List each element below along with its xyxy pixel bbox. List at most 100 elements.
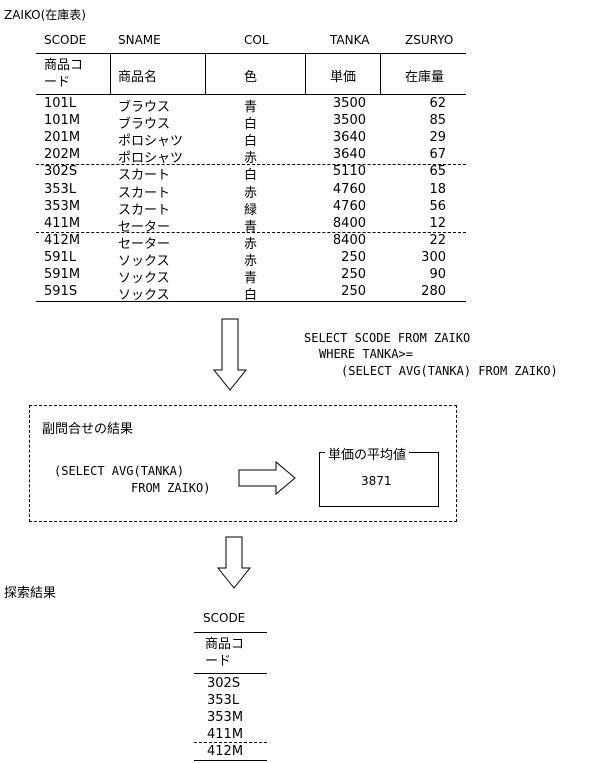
- table-bottom-rule: [36, 301, 466, 302]
- cell-scode: 412M: [44, 232, 81, 248]
- result-bottom-rule: [194, 760, 267, 761]
- cell-col: 緑: [244, 202, 258, 218]
- cell-tanka: 3500: [332, 113, 366, 129]
- result-value: 302S: [207, 676, 241, 691]
- col-header-tanka: TANKA: [330, 33, 370, 47]
- col-divider: [380, 53, 381, 94]
- cell-col: 白: [244, 117, 258, 133]
- search-result-title: 探索結果: [4, 586, 57, 601]
- cell-sname: セーター: [118, 219, 171, 235]
- sql-line-2: WHERE TANKA>=: [319, 347, 413, 361]
- col-jp-col: 色: [244, 70, 258, 85]
- col-header-zsuryo: ZSURYO: [405, 33, 454, 47]
- col-jp-zsuryo: 在庫量: [405, 70, 445, 85]
- result-col-jp: 商品コ ード: [205, 637, 245, 669]
- cell-zsuryo: 56: [429, 198, 446, 214]
- cell-scode: 353M: [44, 198, 81, 214]
- cell-scode: 591M: [44, 267, 81, 282]
- subquery-title: 副問合せの結果: [42, 422, 134, 437]
- table-title: ZAIKO(在庫表): [4, 8, 86, 22]
- cell-tanka: 8400: [332, 215, 366, 231]
- cell-tanka: 250: [341, 249, 366, 265]
- cell-tanka: 250: [341, 267, 366, 282]
- cell-scode: 101L: [44, 96, 77, 111]
- cell-tanka: 250: [341, 284, 366, 300]
- sql-line-1: SELECT SCODE FROM ZAIKO: [304, 331, 471, 345]
- cell-sname: スカート: [118, 185, 171, 201]
- col-jp-scode: 商品コ ード: [44, 58, 84, 90]
- col-header-scode: SCODE: [44, 33, 87, 47]
- result-header-rule: [194, 673, 267, 674]
- group-divider: [36, 232, 466, 233]
- right-arrow-icon: [238, 460, 296, 496]
- cell-zsuryo: 62: [429, 96, 446, 111]
- result-group-divider: [194, 742, 267, 743]
- cell-tanka: 4760: [332, 181, 366, 197]
- cell-sname: ブラウス: [118, 117, 171, 133]
- col-divider: [110, 53, 111, 94]
- cell-col: 赤: [244, 185, 258, 201]
- cell-sname: ソックス: [118, 271, 170, 286]
- cell-sname: ブラウス: [118, 100, 171, 115]
- cell-tanka: 8400: [332, 232, 366, 248]
- cell-scode: 353L: [44, 181, 77, 197]
- cell-tanka: 3500: [332, 96, 366, 111]
- col-jp-tanka: 単価: [330, 70, 357, 85]
- cell-zsuryo: 12: [429, 215, 446, 231]
- cell-col: 青: [244, 100, 258, 115]
- cell-sname: ポロシャツ: [118, 151, 184, 167]
- cell-zsuryo: 280: [421, 284, 446, 300]
- cell-col: 赤: [244, 151, 258, 167]
- cell-scode: 302S: [44, 164, 78, 180]
- cell-zsuryo: 90: [429, 267, 446, 282]
- header-bottom-rule: [36, 94, 466, 95]
- cell-zsuryo: 65: [429, 164, 446, 180]
- cell-scode: 591L: [44, 249, 77, 265]
- col-header-col: COL: [244, 33, 269, 47]
- cell-scode: 201M: [44, 130, 81, 146]
- cell-sname: ソックス: [118, 253, 170, 269]
- result-col-header-scode: SCODE: [203, 611, 246, 625]
- subquery-expr-line-2: FROM ZAIKO): [131, 481, 211, 495]
- result-top-rule: [194, 632, 267, 633]
- cell-zsuryo: 67: [429, 147, 446, 163]
- cell-col: 青: [244, 271, 258, 286]
- cell-col: 白: [244, 134, 258, 150]
- cell-col: 青: [244, 219, 258, 235]
- col-divider: [305, 53, 306, 94]
- cell-scode: 101M: [44, 113, 81, 129]
- cell-zsuryo: 18: [429, 181, 446, 197]
- col-jp-sname: 商品名: [118, 70, 158, 85]
- cell-sname: スカート: [118, 168, 171, 184]
- cell-sname: セーター: [118, 236, 171, 252]
- subquery-box: [29, 405, 457, 522]
- cell-col: 赤: [244, 236, 258, 252]
- cell-col: 白: [244, 168, 258, 184]
- avg-result-label: 単価の平均値: [325, 444, 410, 463]
- cell-zsuryo: 22: [429, 232, 446, 248]
- sql-line-3: (SELECT AVG(TANKA) FROM ZAIKO): [341, 364, 558, 378]
- group-divider: [36, 164, 466, 165]
- avg-result-value: 3871: [361, 474, 392, 488]
- result-value: 353L: [207, 693, 240, 708]
- cell-tanka: 4760: [332, 198, 366, 214]
- result-value: 411M: [207, 727, 244, 742]
- cell-zsuryo: 85: [429, 113, 446, 129]
- cell-tanka: 3640: [332, 130, 366, 146]
- col-divider: [205, 53, 206, 94]
- cell-scode: 411M: [44, 215, 81, 231]
- cell-sname: スカート: [118, 202, 171, 218]
- result-value: 353M: [207, 710, 244, 725]
- down-arrow-icon: [216, 536, 252, 589]
- subquery-expr-line-1: (SELECT AVG(TANKA): [54, 464, 185, 478]
- cell-scode: 202M: [44, 147, 81, 163]
- cell-sname: ソックス: [118, 288, 170, 304]
- cell-sname: ポロシャツ: [118, 134, 184, 150]
- down-arrow-icon: [212, 318, 248, 391]
- cell-zsuryo: 300: [421, 249, 446, 265]
- result-value: 412M: [207, 744, 244, 759]
- cell-scode: 591S: [44, 284, 78, 300]
- cell-col: 白: [244, 288, 258, 304]
- cell-zsuryo: 29: [429, 130, 446, 146]
- cell-tanka: 3640: [332, 147, 366, 163]
